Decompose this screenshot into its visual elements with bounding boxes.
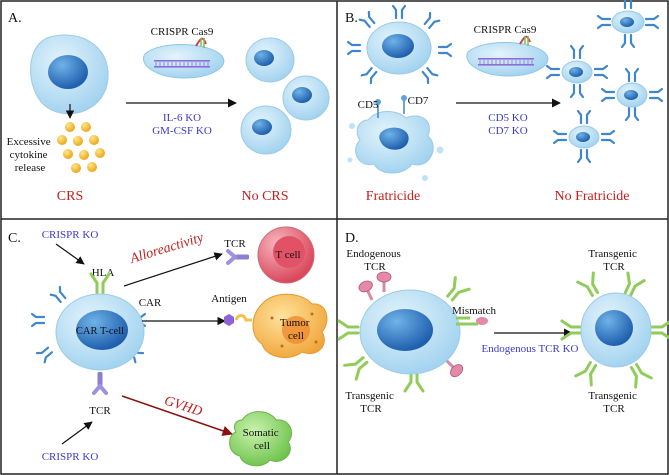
transgenic-tcr-bottom-right-label: Transgenic TCR (588, 390, 639, 415)
panel-a: A. Excessive cytokine release CRS CRISPR… (7, 11, 330, 204)
somatic-label: Somatic cell (243, 427, 282, 452)
panel-b-crispr-label: CRISPR Cas9 (474, 24, 537, 36)
panel-a-cas9-complex (143, 37, 225, 79)
crs-tcell (30, 34, 109, 115)
tcr-top-label: TCR (224, 238, 246, 250)
lysed-cell (347, 95, 444, 181)
mismatch-label: Mismatch (452, 305, 496, 317)
no-fratricide-cells (545, 0, 664, 164)
panel-b: B. CD5 CD7 Fratricide CRISPR Cas9 (345, 0, 664, 204)
no-fratricide-caption: No Fratricide (554, 189, 629, 204)
target-tcr-receptor (226, 249, 251, 265)
panel-a-label: A. (8, 11, 22, 26)
cd5-label: CD5 (358, 99, 379, 111)
car-tcell-label: CAR T-cell (76, 326, 124, 337)
panel-a-crispr-label: CRISPR Cas9 (151, 26, 214, 38)
panel-c: C. CRISPR KO HLA CAR T-cell CAR Alloreac… (8, 226, 328, 467)
antigen-marker (224, 314, 252, 326)
crs-caption: CRS (57, 189, 83, 204)
somatic-cell (229, 411, 292, 467)
il6-ko-label: IL-6 KO (163, 112, 201, 124)
tcr-bottom-label: TCR (89, 405, 111, 417)
gvhd-arrow (121, 395, 233, 436)
panel-d-label: D. (345, 231, 359, 246)
no-crs-caption: No CRS (241, 189, 288, 204)
tumor-label: Tumor cell (280, 317, 312, 342)
antigen-label: Antigen (211, 293, 247, 305)
panel-d: D. Endogenous TCR Mismatch Endogenous TC… (337, 231, 669, 415)
cd5-ko-label: CD5 KO (488, 112, 527, 124)
panel-b-cas9-complex (466, 35, 549, 77)
endogenous-tcr-label: Endogenous TCR (346, 248, 403, 273)
cd7-ko-label: CD7 KO (488, 125, 527, 137)
crispr-ko-top: CRISPR KO (42, 229, 99, 241)
car-label: CAR (139, 297, 162, 309)
alloreactivity-arrow (123, 252, 223, 287)
panel-b-label: B. (345, 11, 358, 26)
mismatch-tcell (337, 270, 488, 393)
crispr-ko-bottom: CRISPR KO (42, 451, 99, 463)
panel-c-label: C. (8, 231, 21, 246)
gmcsf-ko-label: GM-CSF KO (152, 125, 212, 137)
no-crs-cells (240, 37, 330, 155)
fratricide-caption: Fratricide (366, 189, 420, 204)
alloreactivity-label: Alloreactivity (128, 230, 206, 267)
gvhd-label: GVHD (162, 394, 204, 420)
cytokine-particles (57, 122, 105, 173)
tumor-cell (252, 293, 328, 359)
crispr-ko-bottom-arrow (61, 421, 93, 445)
endogenous-tcr-ko-label: Endogenous TCR KO (482, 343, 579, 355)
fratricide-tcell (346, 4, 453, 85)
transgenic-tcr-top-right-label: Transgenic TCR (588, 248, 639, 273)
target-tcell-label: T cell (275, 249, 300, 261)
target-tcell (257, 226, 315, 284)
cytokine-label: Excessive cytokine release (7, 136, 54, 174)
hla-label: HLA (92, 267, 115, 279)
transgenic-tcr-bottom-left-label: Transgenic TCR (345, 390, 396, 415)
cd7-label: CD7 (408, 95, 429, 107)
transgenic-tcell (560, 271, 669, 389)
crispr-ko-top-arrow (55, 243, 85, 265)
car-tcell (30, 272, 147, 395)
